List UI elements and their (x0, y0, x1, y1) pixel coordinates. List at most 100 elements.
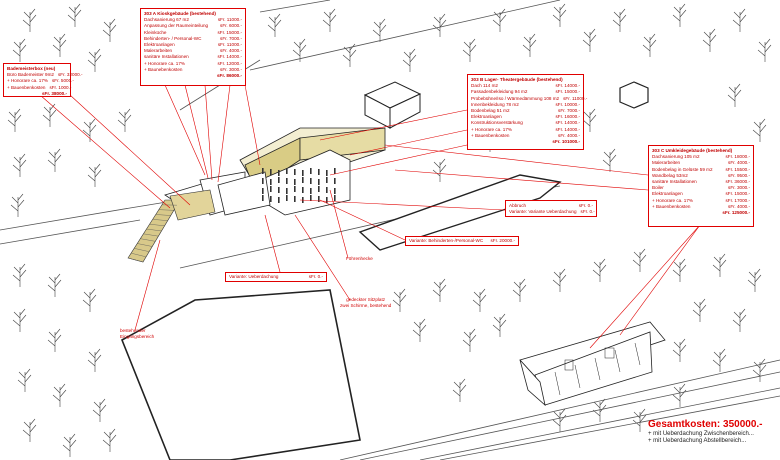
stair-tread (127, 257, 144, 263)
cost-value: sFr. 10000.- (555, 101, 580, 107)
cost-value: sFr. 11000.- (563, 95, 588, 101)
tree-icon (732, 8, 747, 32)
cost-value: sFr. 14000.- (217, 54, 242, 60)
tree-icon (432, 13, 447, 37)
cost-value: sFr. 14000.- (555, 126, 580, 132)
tree-icon (432, 278, 447, 302)
cost-value: sFr. 15000.- (217, 29, 242, 35)
seating-mark (334, 195, 336, 201)
pine-hedge-label: Föhrenhecke (346, 256, 373, 261)
tree-icon (392, 288, 407, 312)
entrance-line2: Eingangsbereich (120, 334, 155, 339)
tree-icon (752, 118, 767, 142)
cost-value: sFr. 9500.- (728, 172, 750, 178)
stair-tread (158, 209, 174, 211)
entrance-label: bestehender Eingangsbereich (120, 328, 154, 340)
tree-icon (592, 258, 607, 282)
tree-icon (102, 18, 117, 42)
cost-item: Elektroanlagen (471, 114, 502, 120)
tree-icon (492, 313, 507, 337)
staircase (127, 189, 216, 263)
tree-icon (62, 433, 77, 457)
cost-value: sFr. 4000.- (728, 160, 750, 166)
seating-mark (262, 168, 264, 174)
tree-icon (462, 38, 477, 62)
seating-mark (270, 196, 272, 202)
tree-icon (12, 38, 27, 62)
tree-icon (712, 253, 727, 277)
tree-icon (602, 148, 617, 172)
hexagon-pavilion (619, 81, 649, 109)
cost-value: sFr. 0.- (308, 274, 323, 279)
cost-item: Dachsanierung 105 m2 (652, 154, 700, 160)
tree-icon (117, 108, 132, 132)
tree-icon (52, 383, 67, 407)
stair-tread (134, 248, 150, 252)
cost-value: sFr. 6000.- (220, 23, 242, 29)
tree-icon (12, 263, 27, 287)
cost-value: sFr. 36000.- (725, 179, 750, 185)
kiosk-cost-box: 303 A Kiosk­gebäude (bestehend) Dachsani… (140, 8, 246, 86)
cost-value: sFr. 3000.- (728, 185, 750, 191)
tree-icon (42, 103, 57, 127)
tree-icon (582, 108, 597, 132)
cost-item: Malerarbeiten (144, 48, 173, 54)
seating-mark (286, 195, 288, 201)
seating-mark (334, 168, 336, 174)
stair-tread (131, 252, 147, 258)
cost-item: Behinderten- / Personal-WC (144, 35, 202, 41)
seating-mark (294, 186, 296, 192)
cost-item: Variante: Variante Ueberdachung (509, 209, 577, 215)
cost-value: sFr. 15000.- (725, 191, 750, 197)
changing-building (519, 321, 666, 407)
changing-cost-title: 303 C Umkleidegebäude (bestehend) (652, 148, 733, 153)
tree-icon (757, 38, 772, 62)
cost-item: Büro Bademeister 9m2 (7, 72, 54, 78)
cost-value: sFr. 11000.- (217, 42, 242, 48)
seating-mark (318, 196, 320, 202)
tree-icon (47, 328, 62, 352)
cost-item: Variante: Behinderten-/Personal-WC (409, 238, 484, 243)
seating-mark (310, 168, 312, 174)
cost-item: Konstruktionsverstärkung (471, 120, 523, 126)
seating-mark (278, 170, 280, 176)
total-headline: Gesamtkosten: 350000.- (648, 419, 763, 430)
cost-value: sFr. 14000.- (555, 120, 580, 126)
cost-item: Abbruch (509, 203, 527, 208)
tree-icon (492, 8, 507, 32)
cost-item: Anpassung der Raumeinteilung (144, 23, 209, 29)
cost-value: sFr. 4000.- (558, 132, 580, 138)
cost-value: sFr. 5000.- (52, 78, 74, 84)
cost-row: + Honorare ca. 17%sFr. 5000.- (7, 78, 74, 84)
cost-value: sFr. 38000.- (41, 90, 67, 96)
seating-mark (286, 168, 288, 174)
tree-icon (322, 8, 337, 32)
tree-icon (402, 48, 417, 72)
cost-row: Innenbekleidung 78 m2 sFr. 10000.- (471, 102, 580, 108)
cost-row: Konstruktionsverstärkung sFr. 14000.- (471, 120, 580, 126)
changing-building-cost-box: 303 C Umkleidegebäude (bestehend) Dachsa… (648, 145, 754, 227)
cost-value: sFr. 125000.- (722, 210, 750, 216)
cost-item: sanitäre Installationen (652, 179, 697, 185)
seating-mark (302, 187, 304, 193)
tree-icon (7, 108, 22, 132)
seating-mark (270, 169, 272, 175)
cost-value: sFr. 11000.- (217, 17, 242, 23)
seating-mark (310, 195, 312, 201)
stair-tread (146, 228, 162, 232)
tree-icon (747, 268, 762, 292)
cost-item: Innenbekleidung 78 m2 (471, 101, 519, 107)
cost-value: sFr. 12000.- (217, 60, 242, 66)
